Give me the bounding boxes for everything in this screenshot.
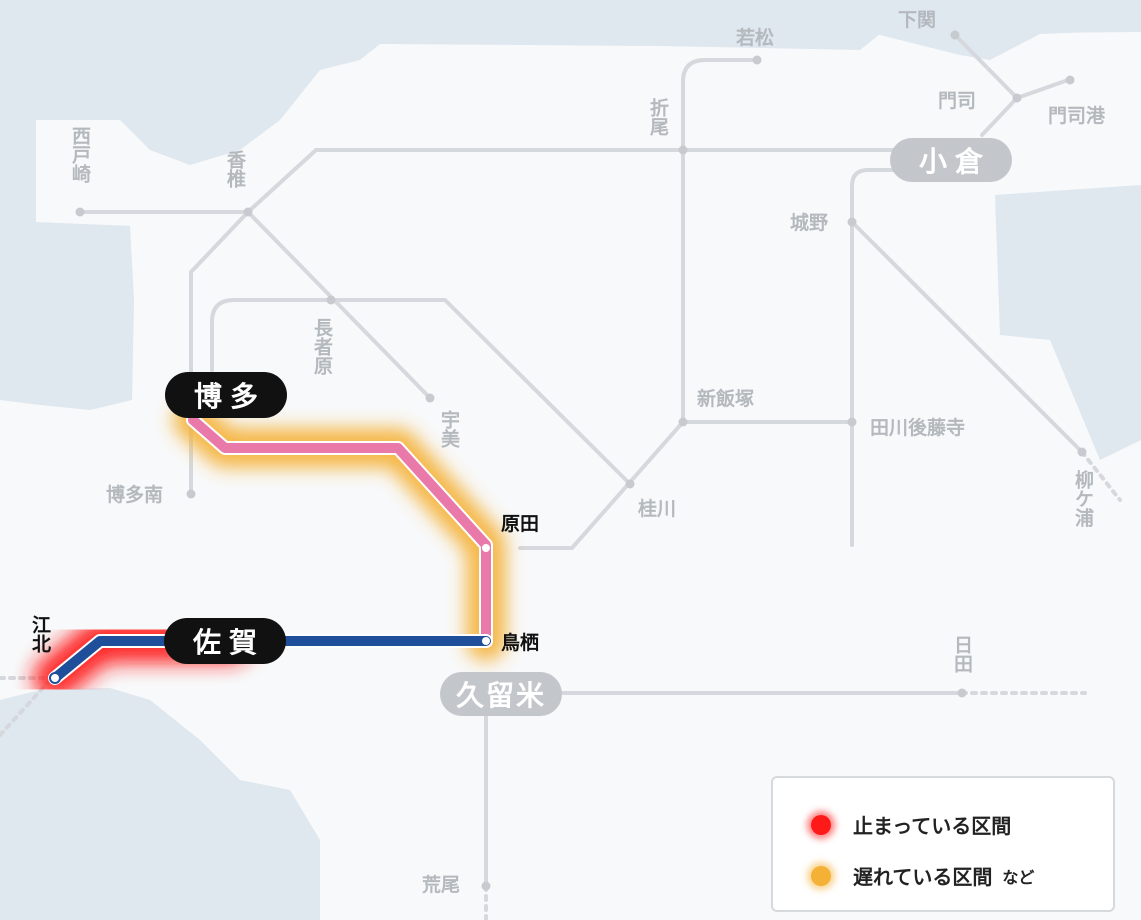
line-hitahikosan [850, 168, 924, 547]
label-kashii: 香椎 [224, 150, 247, 189]
badge-kurume[interactable]: 久留米 [440, 672, 562, 716]
dot-yanagigaura [1077, 447, 1087, 457]
dot-umi [425, 393, 435, 403]
label-jono: 城野 [790, 211, 828, 234]
badge-hakata-bg [165, 372, 287, 418]
label-yanagigaura: 柳ケ浦 [1072, 469, 1094, 528]
dot-jono [847, 217, 857, 227]
label-tagawagotoji: 田川後藤寺 [870, 416, 965, 439]
dot-tagawagotoji [847, 417, 857, 427]
line-umi [246, 210, 432, 400]
legend: 止まっている区間 遅れている区間 など [771, 776, 1115, 912]
dot-hakataminami [186, 489, 196, 499]
sea-suonada [995, 185, 1141, 460]
line-chikuhi [210, 298, 632, 486]
badge-saga-bg [164, 618, 286, 664]
badge-kokura-bg [890, 138, 1012, 182]
legend-delayed-label: 遅れている区間 [853, 865, 993, 889]
vertical-labels: 折尾 西戸崎 香椎 長者原 宇美 柳ケ浦 日田 [69, 98, 1094, 673]
dot-orio [678, 145, 688, 155]
label-tosu: 鳥栖 [501, 631, 539, 654]
sea-genkai [0, 0, 1141, 410]
label-kohoku: 江北 [29, 615, 51, 653]
label-hita: 日田 [951, 635, 973, 673]
label-moji: 門司 [938, 90, 976, 112]
dot-kohoku [49, 672, 61, 684]
inactive-labels: 下関 若松 門司港 門司 城野 新飯塚 田川後藤寺 博多南 桂川 荒尾 [106, 9, 1106, 896]
label-arao: 荒尾 [422, 873, 460, 896]
stopped-indicator-icon [811, 814, 831, 835]
legend-delayed-suffix: など [1002, 867, 1035, 887]
dot-harada [482, 544, 490, 552]
dot-moji [1012, 93, 1022, 103]
label-shimonoseki: 下関 [898, 9, 936, 31]
label-keisen: 桂川 [637, 497, 676, 520]
label-mojiko: 門司港 [1048, 105, 1106, 127]
label-hakataminami: 博多南 [106, 483, 163, 506]
badge-saga-label: 佐賀 [192, 626, 265, 659]
label-orio: 折尾 [647, 98, 669, 137]
badge-hakata[interactable]: 博多 [165, 372, 287, 418]
active-stations [49, 544, 490, 684]
label-nishitozaki: 西戸崎 [69, 126, 91, 184]
dot-nishitozaki [75, 207, 85, 217]
legend-stopped-label: 止まっている区間 [853, 814, 1012, 838]
label-umi: 宇美 [438, 410, 460, 449]
badge-kokura-label: 小倉 [919, 145, 991, 178]
sea-ariake [0, 688, 320, 920]
line-nippo [850, 220, 1084, 454]
line-hakata-tosu [188, 415, 491, 646]
line-tosu-kohoku [50, 636, 491, 683]
line-nippo-dotted [1080, 450, 1122, 502]
legend-delayed: 遅れている区間 など [811, 861, 1034, 890]
active-lines [48, 413, 493, 685]
label-chojabaru: 長者原 [311, 318, 333, 376]
delayed-indicator-icon [811, 865, 831, 886]
line-sasaguri [189, 210, 250, 397]
dot-shiniizuka [678, 417, 688, 427]
label-harada: 原田 [501, 513, 539, 535]
dot-wakamatsu [752, 55, 762, 65]
line-kanmon-kokura [980, 96, 1019, 137]
badge-kurume-bg [440, 672, 562, 716]
label-wakamatsu: 若松 [736, 26, 774, 49]
dot-kashii [243, 207, 253, 217]
dot-shimonoseki [950, 30, 960, 40]
dot-keisen [625, 479, 635, 489]
line-chikuho-wakamatsu [518, 58, 759, 550]
badge-hakata-label: 博多 [194, 380, 266, 413]
dot-arao [481, 881, 491, 891]
dot-tosu [482, 637, 490, 645]
badge-kokura[interactable]: 小倉 [890, 138, 1012, 182]
inactive-stations [75, 30, 1087, 891]
dot-hita [957, 688, 967, 698]
line-hakata-tosu-outline [186, 413, 493, 648]
dot-mojiko [1065, 75, 1075, 85]
badge-kurume-label: 久留米 [456, 679, 546, 712]
sea-kanmon [860, 0, 1141, 60]
dot-chojabaru [326, 295, 336, 305]
label-shiniizuka: 新飯塚 [697, 387, 754, 410]
line-kagoshima-north [246, 148, 907, 214]
active-labels: 原田 鳥栖 江北 [29, 513, 539, 654]
legend-stopped: 止まっている区間 [811, 810, 1011, 839]
badge-saga[interactable]: 佐賀 [164, 618, 286, 664]
